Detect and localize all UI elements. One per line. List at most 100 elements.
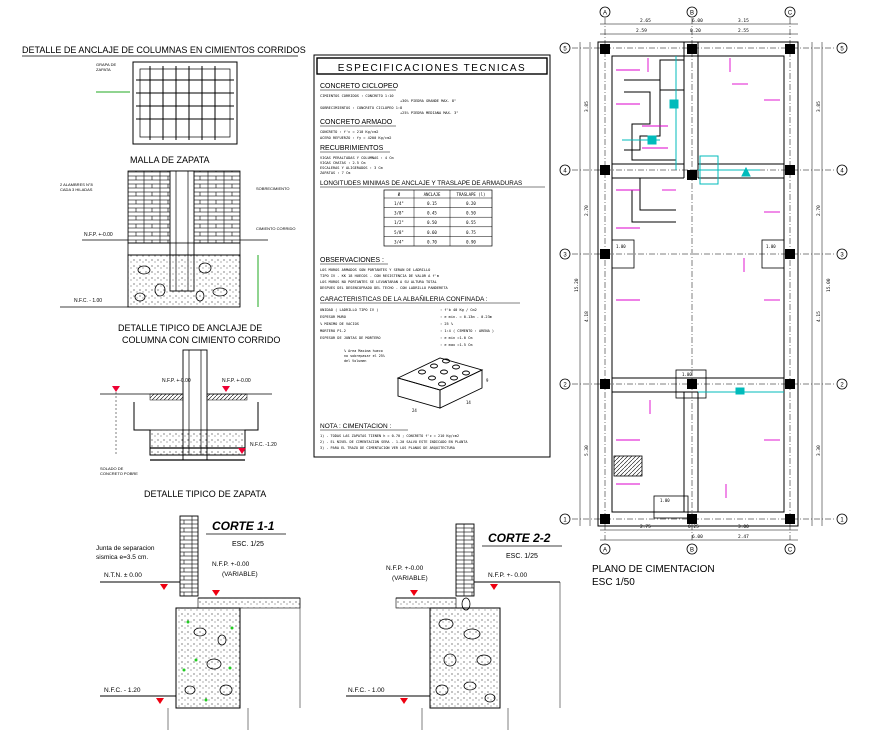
corte2-nfp-left: N.F.P. +-0.00 (386, 565, 424, 572)
anclaje-nfp: N.F.P. +-0.00 (84, 232, 113, 238)
svg-text:5.30: 5.30 (584, 445, 590, 456)
corte2-nfc: N.F.C. - 1.00 (348, 687, 385, 694)
svg-text:15.00: 15.00 (826, 278, 832, 292)
svg-text:CIMIENTOS CORRIDOS : CONCRETO: CIMIENTOS CORRIDOS : CONCRETO 1:10 (320, 94, 394, 98)
svg-text:0.45: 0.45 (427, 211, 437, 216)
specs-title: ESPECIFICACIONES TECNICAS (338, 63, 526, 74)
svg-text:5/8": 5/8" (394, 230, 404, 235)
plano-title: PLANO DE CIMENTACION (592, 564, 715, 575)
brick-isometric (396, 357, 484, 409)
svg-text:B: B (690, 11, 694, 17)
svg-text:B: B (690, 548, 694, 554)
svg-text:C: C (788, 11, 793, 17)
svg-text:0.90: 0.90 (466, 239, 476, 244)
svg-text:no sobrepasar el 25%: no sobrepasar el 25% (344, 354, 385, 358)
svg-text:1/4": 1/4" (394, 201, 404, 206)
svg-text:: e min =1.0 Cm: : e min =1.0 Cm (440, 336, 472, 340)
svg-text:2.75: 2.75 (640, 524, 651, 530)
svg-text:3.15: 3.15 (738, 18, 749, 24)
svg-text:1: 1 (563, 518, 567, 524)
corte1-nfp: N.F.P. +-0.00 (212, 561, 250, 568)
zapata-nfp-2: N.F.P. +-0.00 (222, 378, 251, 384)
svg-text:Ø: Ø (398, 192, 401, 197)
svg-text:CADA 3 HILADAS: CADA 3 HILADAS (60, 187, 93, 192)
svg-text:0.25: 0.25 (688, 524, 699, 530)
svg-text:ESCALERAS Y ALIGERADOS : 3 Cm: ESCALERAS Y ALIGERADOS : 3 Cm (320, 166, 383, 170)
svg-text:SOBRECIMIENTOS : CONCRETO CICL: SOBRECIMIENTOS : CONCRETO CICLOPEO 1:8 (320, 106, 402, 110)
svg-text:0.70: 0.70 (427, 239, 437, 244)
svg-text:2) - EL NIVEL DE CIMENTACION S: 2) - EL NIVEL DE CIMENTACION SERA - 1.20… (320, 440, 468, 444)
specs-panel: ESPECIFICACIONES TECNICAS CONCRETO CICLO… (313, 54, 551, 458)
svg-text:3.00: 3.00 (738, 524, 749, 530)
svg-text:3) - PARA EL TRAZO DE CIMENTAC: 3) - PARA EL TRAZO DE CIMENTACION VER LO… (320, 446, 456, 450)
svg-text:0.60: 0.60 (427, 230, 437, 235)
svg-text:SOLADO DE: SOLADO DE (100, 466, 124, 471)
svg-text:ANCLAJE: ANCLAJE (424, 192, 441, 197)
svg-text:CONCRETO POBRE: CONCRETO POBRE (100, 471, 138, 476)
svg-text:C: C (788, 548, 793, 554)
malla-title: DETALLE DE ANCLAJE DE COLUMNAS EN CIMIEN… (22, 45, 306, 55)
malla-caption: MALLA DE ZAPATA (130, 155, 210, 165)
svg-text:0.15: 0.15 (427, 201, 437, 206)
svg-text:0.20: 0.20 (690, 28, 701, 34)
svg-text:del Volumen: del Volumen (344, 359, 366, 363)
specs-s6: CARACTERISTICAS DE LA ALBAÑILERIA CONFIN… (320, 294, 488, 303)
anclaje-caption-2: COLUMNA CON CIMIENTO CORRIDO (122, 335, 280, 345)
specs-s2: CONCRETO ARMADO (320, 119, 393, 126)
svg-text:VIGAS CHATAS : 2.5 Cm: VIGAS CHATAS : 2.5 Cm (320, 161, 365, 165)
svg-text:3: 3 (563, 253, 567, 259)
svg-text:LOS MUROS ARMADOS SON PORTANTE: LOS MUROS ARMADOS SON PORTANTES Y SERAN … (320, 268, 430, 272)
corte1-variable: (VARIABLE) (222, 571, 258, 578)
svg-text:1) - TODAS LAS ZAPATAS TIENEN: 1) - TODAS LAS ZAPATAS TIENEN h = 0.70 ;… (320, 434, 459, 438)
svg-text:4: 4 (563, 169, 567, 175)
svg-text:9: 9 (486, 378, 489, 383)
svg-text:5: 5 (563, 47, 567, 53)
svg-text:24: 24 (412, 408, 417, 413)
svg-text:2.55: 2.55 (738, 28, 749, 34)
specs-s3: RECUBRIMIENTOS (320, 145, 384, 152)
svg-text:3: 3 (840, 253, 844, 259)
svg-text:ESPESOR MURO: ESPESOR MURO (320, 315, 346, 319)
svg-text:DESPUES DEL DESENCOFRADO DEL T: DESPUES DEL DESENCOFRADO DEL TECHO - CON… (320, 286, 448, 290)
corte1-scale: ESC. 1/25 (232, 541, 264, 548)
svg-text:3.30: 3.30 (816, 445, 822, 456)
svg-text:1.00: 1.00 (766, 244, 776, 249)
specs-s1: CONCRETO CICLOPEO (320, 83, 399, 90)
svg-text:LOS MUROS NO PORTANTES SE LEVA: LOS MUROS NO PORTANTES SE LEVANTARAN A S… (320, 280, 437, 284)
svg-text:2.70: 2.70 (584, 205, 590, 216)
svg-text:15.20: 15.20 (574, 278, 580, 292)
svg-text:ACERO REFUERZO : fy = 4200 Kg/: ACERO REFUERZO : fy = 4200 Kg/cm2 (320, 136, 391, 140)
anclaje-nfc: N.F.C. - 1.00 (74, 298, 102, 304)
corte2-variable: (VARIABLE) (392, 575, 428, 582)
svg-text:0.75: 0.75 (466, 230, 476, 235)
svg-text:% MINIMO DE VACIOS: % MINIMO DE VACIOS (320, 322, 359, 326)
zapata-detail: N.F.P. +-0.00 N.F.P. +-0.00 N.F.C. -1.20… (100, 349, 277, 499)
corte2-nfp-right: N.F.P. +- 0.00 (488, 572, 527, 579)
anclaje-table: Ø ANCLAJE TRASLAPE (l) 1/4" 0.15 0.20 3/… (383, 189, 493, 247)
svg-text:A: A (603, 548, 607, 554)
svg-text:1/2": 1/2" (394, 220, 404, 225)
specs-s4: LONGITUDES MINIMAS DE ANCLAJE Y TRASLAPE… (320, 180, 522, 187)
svg-text:VIGAS PERALTADAS Y COLUMNAS :: VIGAS PERALTADAS Y COLUMNAS : 4 Cm (320, 156, 394, 160)
svg-text:2.59: 2.59 (636, 28, 647, 34)
svg-text:6.00: 6.00 (692, 18, 703, 24)
anclaje-detail: N.F.P. +-0.00 N.F.C. - 1.00 2 ALAMBRES N… (60, 170, 295, 345)
svg-text:: 1:4 ( CEMENTO : ARENA ): : 1:4 ( CEMENTO : ARENA ) (440, 329, 494, 333)
zapata-nfc: N.F.C. -1.20 (250, 442, 277, 448)
svg-text:2: 2 (563, 383, 567, 389)
svg-text:: f'b 40 Kg / Cm2: : f'b 40 Kg / Cm2 (440, 308, 477, 312)
svg-text:0.20: 0.20 (466, 201, 476, 206)
svg-text:4: 4 (840, 169, 844, 175)
svg-text:GRAPA DE: GRAPA DE (96, 62, 116, 67)
svg-text:ZAPATAS : 7 Cm: ZAPATAS : 7 Cm (320, 171, 350, 175)
svg-text:+30% PIEDRA GRANDE MAX. 8": +30% PIEDRA GRANDE MAX. 8" (400, 99, 456, 103)
svg-text:3.85: 3.85 (816, 101, 822, 112)
svg-text:0.50: 0.50 (427, 220, 437, 225)
svg-text:% Area Maxima hueco: % Area Maxima hueco (344, 349, 383, 353)
corte1-ntn: N.T.N. ± 0.00 (104, 572, 142, 579)
svg-text:4.15: 4.15 (816, 311, 822, 322)
svg-text:TIPO IV - KK 18 HUECOS - CON R: TIPO IV - KK 18 HUECOS - CON RESISTENCIA… (320, 274, 439, 278)
svg-text:2 ALAMBRES N°8: 2 ALAMBRES N°8 (60, 182, 94, 187)
